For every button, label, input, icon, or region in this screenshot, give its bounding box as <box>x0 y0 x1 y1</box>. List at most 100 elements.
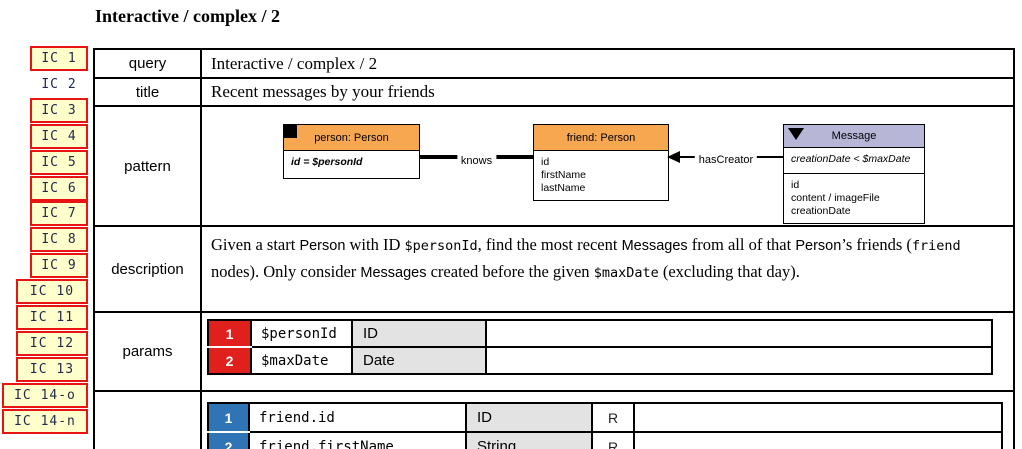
result-number: 1 <box>207 402 250 433</box>
node-friend: friend: Person id firstName lastName <box>533 124 669 201</box>
description-segment: , find the most recent <box>477 235 622 254</box>
node-message-header: Message <box>783 124 925 148</box>
node-person-title: person: Person <box>314 131 389 144</box>
sidebar-link-ic-2[interactable]: IC 2 <box>41 77 77 92</box>
sidebar-link-ic-7[interactable]: IC 7 <box>30 201 88 226</box>
attribute: content / imageFile <box>791 192 880 204</box>
sidebar-link-ic-9[interactable]: IC 9 <box>30 253 88 278</box>
description-segment: Given a start <box>211 235 300 254</box>
row-label-params: params <box>95 313 202 390</box>
sidebar-link-ic-14-n[interactable]: IC 14-n <box>2 409 88 434</box>
description-segment: Person <box>299 238 346 254</box>
sidebar-link-ic-3[interactable]: IC 3 <box>30 98 88 123</box>
description-segment: $personId <box>404 238 478 254</box>
node-message-title: Message <box>831 130 877 142</box>
description-segment: (excluding that day). <box>658 262 800 281</box>
sidebar-link-ic-6[interactable]: IC 6 <box>30 176 88 201</box>
result-type: ID <box>465 402 593 433</box>
sidebar-link-ic-12[interactable]: IC 12 <box>16 331 88 356</box>
query-spec-table: query Interactive / complex / 2 title Re… <box>93 48 1015 449</box>
edge-knows: knows <box>420 155 533 167</box>
row-label-pattern: pattern <box>95 107 202 225</box>
description-segment: Messages <box>360 265 427 281</box>
param-value <box>485 346 993 375</box>
attribute: creationDate <box>791 205 851 217</box>
node-person: person: Person id = $personId <box>283 124 420 179</box>
sidebar-link-ic-13[interactable]: IC 13 <box>16 357 88 382</box>
node-person-header: person: Person <box>283 124 420 151</box>
node-message: Message creationDate < $maxDate id conte… <box>783 124 925 224</box>
attribute: firstName <box>541 169 586 181</box>
edge-knows-label: knows <box>456 155 497 167</box>
description-segment: with ID <box>345 235 405 254</box>
node-friend-header: friend: Person <box>533 124 669 151</box>
attribute: id <box>541 156 550 168</box>
description-segment: Person <box>795 238 842 254</box>
sidebar-link-ic-14-o[interactable]: IC 14-o <box>2 383 88 408</box>
edge-hascreator: hasCreator <box>667 151 783 166</box>
sidebar-link-ic-5[interactable]: IC 5 <box>30 150 88 175</box>
result-name: friend.firstName <box>248 431 467 449</box>
description-segment: created before the given <box>426 262 594 281</box>
row-label-result <box>95 392 202 449</box>
triangle-icon <box>788 128 804 140</box>
description-segment: Messages <box>621 238 688 254</box>
param-name: $personId <box>250 319 353 348</box>
sidebar-link-ic-11[interactable]: IC 11 <box>16 305 88 330</box>
description-text: Given a start Person with ID $personId, … <box>202 227 1013 286</box>
attribute: lastName <box>541 182 586 194</box>
table-row-title: title Recent messages by your friends <box>95 79 1013 107</box>
description-segment: $maxDate <box>593 265 659 281</box>
sidebar-link-ic-10[interactable]: IC 10 <box>16 279 88 304</box>
sidebar-link-ic-4[interactable]: IC 4 <box>30 124 88 149</box>
param-type: ID <box>351 319 487 348</box>
param-value <box>485 319 993 348</box>
row-label-query: query <box>95 50 202 77</box>
query-value: Interactive / complex / 2 <box>211 53 378 73</box>
square-icon <box>284 125 297 138</box>
pattern-diagram: person: Person id = $personId knows frie… <box>202 107 1013 225</box>
description-segment: friend <box>911 238 961 254</box>
node-message-attributes: id content / imageFile creationDate <box>783 174 925 224</box>
node-message-constraint: creationDate < $maxDate <box>783 148 925 174</box>
node-friend-attributes: id firstName lastName <box>533 151 669 201</box>
result-name: friend.id <box>248 402 467 433</box>
result-flag: R <box>591 402 635 433</box>
description-segment: nodes). Only consider <box>211 262 361 281</box>
attribute: id <box>791 179 800 191</box>
result-number: 2 <box>207 431 250 449</box>
sidebar-link-ic-8[interactable]: IC 8 <box>30 227 88 252</box>
result-flag: R <box>591 431 635 449</box>
description-segment: from all of that <box>687 235 796 254</box>
result-value <box>633 431 1003 449</box>
table-row-pattern: pattern person: Person id = $personId kn… <box>95 107 1013 227</box>
param-type: Date <box>351 346 487 375</box>
node-friend-title: friend: Person <box>566 131 636 144</box>
param-number: 2 <box>207 346 252 375</box>
title-value: Recent messages by your friends <box>211 82 435 101</box>
table-row-description: description Given a start Person with ID… <box>95 227 1013 313</box>
node-person-constraint: id = $personId <box>283 151 420 179</box>
sidebar-link-ic-1[interactable]: IC 1 <box>30 46 88 71</box>
edge-hascreator-label: hasCreator <box>694 154 758 166</box>
arrow-left-icon <box>667 151 680 163</box>
param-number: 1 <box>207 319 252 348</box>
page-title: Interactive / complex / 2 <box>95 6 280 26</box>
param-name: $maxDate <box>250 346 353 375</box>
result-value <box>633 402 1003 433</box>
description-segment: ’s friends ( <box>841 235 912 254</box>
row-label-description: description <box>95 227 202 311</box>
row-label-title: title <box>95 79 202 105</box>
result-type: String <box>465 431 593 449</box>
